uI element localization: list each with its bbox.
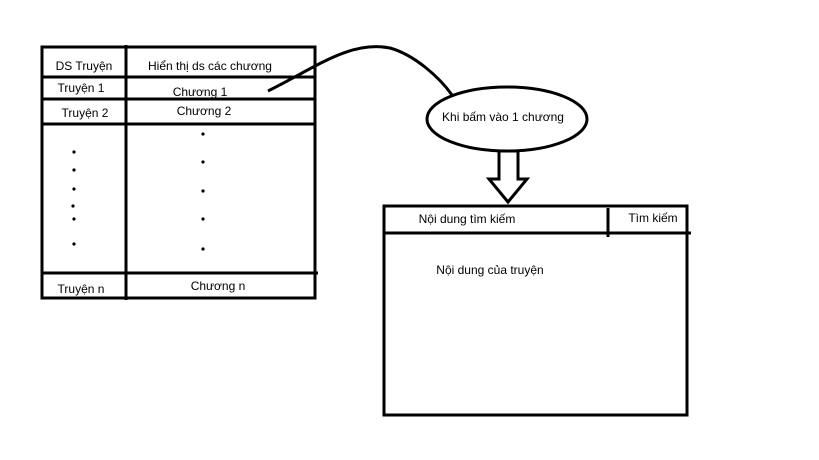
table-row[interactable]: Truyện 2 Chương 2	[62, 104, 232, 120]
chapter-list-header: Hiển thị ds các chương	[148, 59, 272, 73]
ellipsis-dots-chapters	[201, 132, 205, 251]
story-list-header: DS Truyện	[56, 59, 113, 73]
callout-text: Khi bấm vào 1 chương	[442, 110, 564, 124]
story-item-2[interactable]: Truyện 2	[62, 106, 109, 120]
ellipsis-dot	[201, 160, 205, 164]
story-content: Nội dung của truyện	[436, 263, 543, 277]
chapter-item-n[interactable]: Chương n	[191, 279, 246, 293]
story-item-1[interactable]: Truyện 1	[58, 81, 105, 95]
search-button[interactable]: Tìm kiếm	[628, 211, 677, 225]
table-row[interactable]: Truyện n Chương n	[58, 279, 246, 296]
chapter-item-1[interactable]: Chương 1	[173, 85, 228, 99]
ellipsis-dot	[72, 217, 76, 221]
ellipsis-dot	[71, 204, 75, 208]
story-item-n[interactable]: Truyện n	[58, 282, 105, 296]
down-arrow-icon	[485, 149, 531, 205]
ellipsis-dot	[201, 217, 205, 221]
search-content-field[interactable]: Nội dung tìm kiếm	[419, 212, 516, 226]
table-row[interactable]: Truyện 1 Chương 1	[58, 81, 228, 99]
ellipsis-dot	[72, 168, 76, 172]
ellipsis-dot	[201, 247, 205, 251]
story-chapter-table	[40, 45, 318, 300]
reader-window	[382, 204, 691, 417]
ellipsis-dots-stories	[71, 150, 76, 246]
connector-curve	[267, 45, 454, 96]
ellipsis-dot	[72, 242, 76, 246]
ellipsis-dot	[72, 150, 76, 154]
table-header: DS Truyện Hiển thị ds các chương	[56, 59, 272, 73]
chapter-item-2[interactable]: Chương 2	[177, 104, 232, 118]
ellipsis-dot	[72, 187, 76, 191]
ellipsis-dot	[201, 189, 205, 193]
reader-border	[382, 204, 689, 417]
ellipsis-dot	[201, 132, 205, 136]
table-border	[40, 45, 317, 300]
